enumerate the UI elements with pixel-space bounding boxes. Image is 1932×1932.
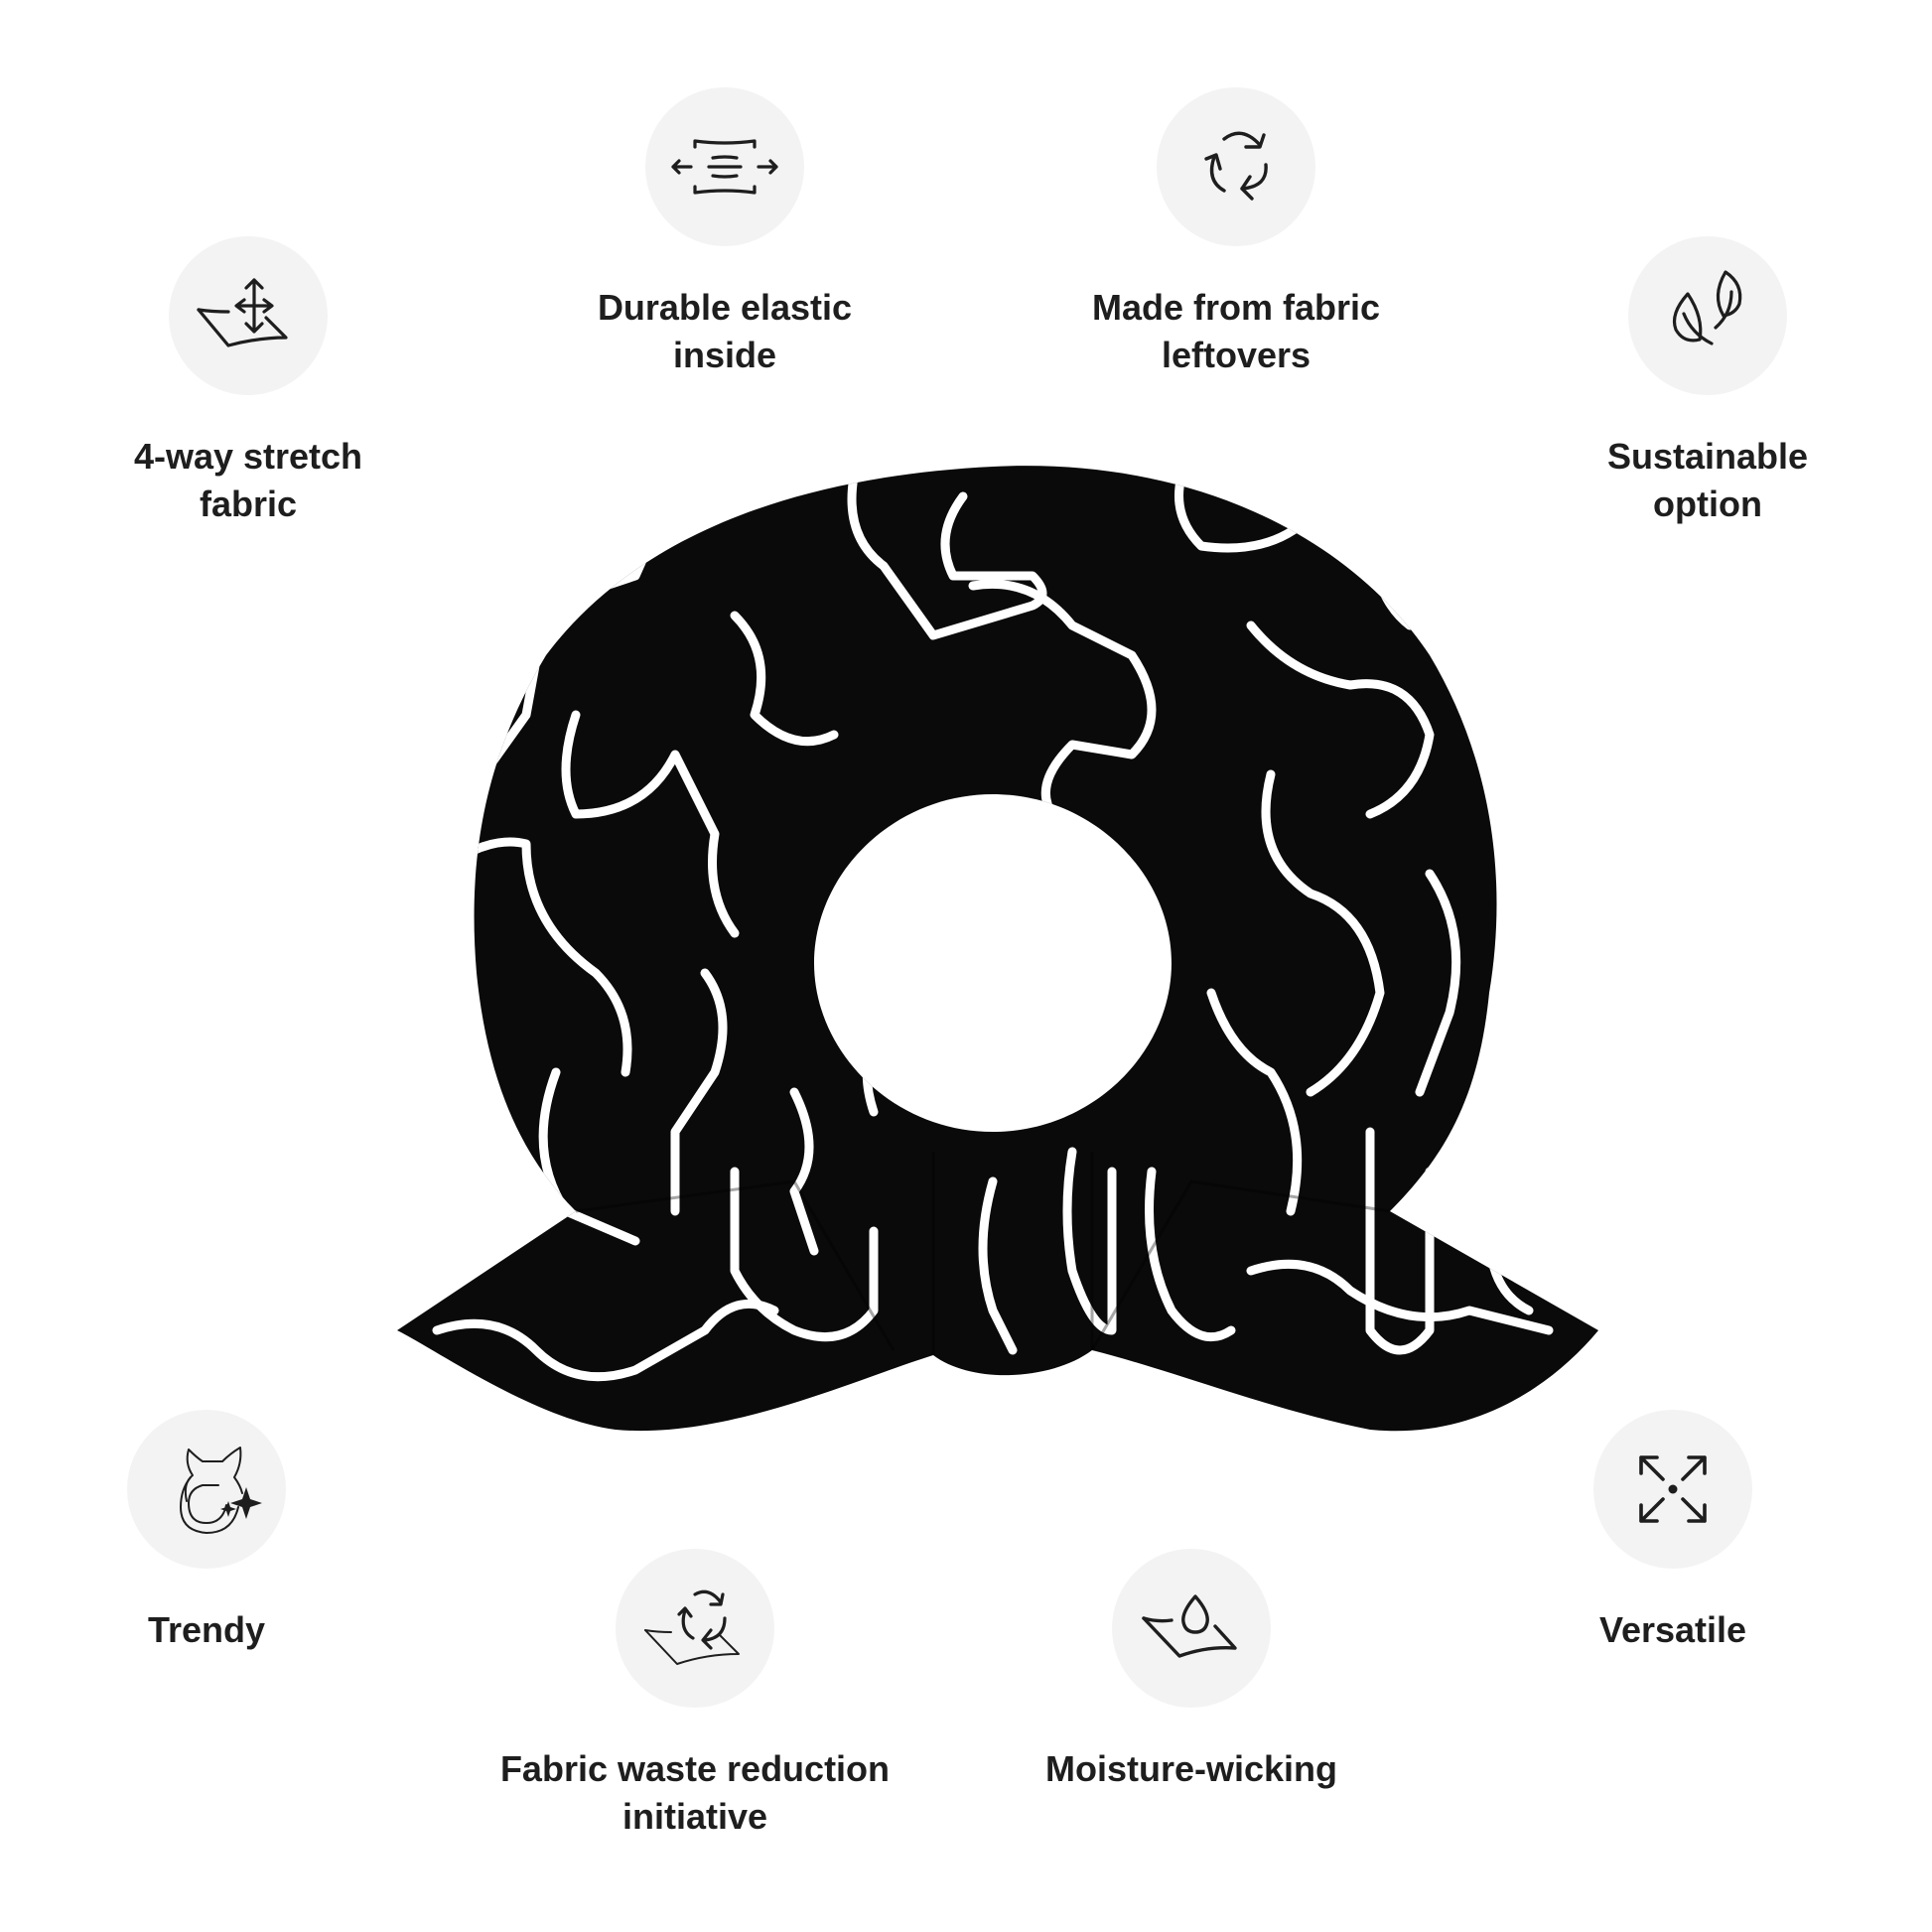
feature-badge [169, 236, 328, 395]
feature-label: Versatile [1598, 1609, 1747, 1650]
feature-label: Trendy [147, 1609, 266, 1650]
recycle-icon [1204, 131, 1268, 201]
elastic-stretch-icon [671, 139, 778, 195]
scrunchie-illustration [397, 466, 1598, 1432]
expand-arrows-icon [1639, 1455, 1707, 1523]
feature-badge [1628, 236, 1787, 395]
fabric-recycle-icon [644, 1589, 740, 1665]
feature-sustainable: Sustainable option [1559, 236, 1857, 528]
feature-versatile: Versatile [1524, 1410, 1822, 1654]
feature-trendy: Trendy [58, 1410, 355, 1654]
feature-badge [616, 1549, 774, 1708]
product-image-scrunchie [377, 457, 1608, 1449]
feature-label: Sustainable option [1606, 436, 1809, 524]
feature-durable-elastic: Durable elastic inside [576, 87, 874, 379]
feature-label: Made from fabric leftovers [1091, 287, 1381, 375]
trendy-sparkle-icon [180, 1447, 262, 1534]
feature-4-way-stretch: 4-way stretch fabric [99, 236, 397, 528]
leaves-icon [1672, 270, 1742, 345]
feature-fabric-leftovers: Made from fabric leftovers [1028, 87, 1445, 379]
feature-label: Durable elastic inside [597, 287, 853, 375]
feature-label: 4-way stretch fabric [133, 436, 363, 524]
feature-moisture-wicking: Moisture-wicking [993, 1549, 1390, 1793]
feature-badge [1112, 1549, 1271, 1708]
feature-badge [645, 87, 804, 246]
fabric-droplet-icon [1142, 1594, 1237, 1658]
four-way-arrows-fabric-icon [197, 278, 288, 347]
feature-label: Fabric waste reduction initiative [499, 1748, 891, 1837]
feature-label: Moisture-wicking [1044, 1748, 1338, 1789]
feature-badge [127, 1410, 286, 1569]
feature-fabric-waste-reduction: Fabric waste reduction initiative [462, 1549, 928, 1841]
feature-badge [1593, 1410, 1752, 1569]
feature-badge [1157, 87, 1315, 246]
